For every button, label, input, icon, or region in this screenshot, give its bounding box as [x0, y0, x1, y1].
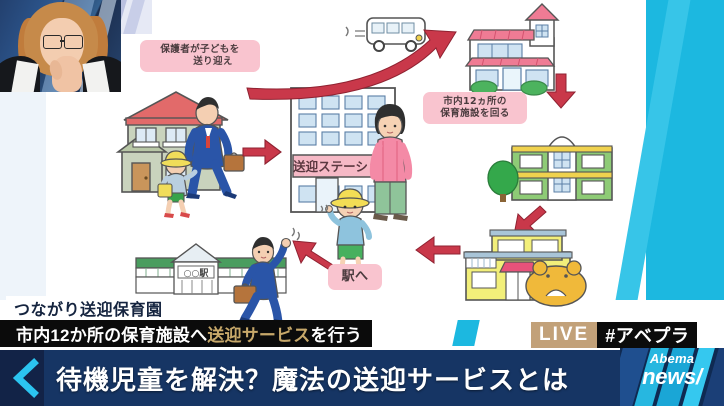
- channel-logo-text: Abema news/: [620, 352, 724, 388]
- nursery-facility-pink-roof: [464, 3, 560, 96]
- guest-glasses-right-lens: [64, 35, 83, 49]
- topic-label-banner: つながり送迎保育園: [6, 296, 171, 320]
- guest-collar-left: [11, 60, 39, 92]
- subtitle-banner: 市内12か所の保育施設へ送迎サービスを行う: [0, 320, 373, 347]
- parent-and-child-walking: [157, 97, 245, 218]
- channel-logo: Abema news/: [620, 348, 724, 406]
- station-sign-text: 送迎ステーション: [292, 159, 393, 174]
- arrow-bus-to-nursery-pink: [246, 29, 457, 100]
- commuting-parent: [233, 227, 300, 325]
- status-badge: LIVE: [531, 322, 598, 348]
- label-twelve-facilities: 市内12ヵ所の 保育施設を回る: [423, 92, 527, 124]
- label-parent-dropoff: 保護者が子どもを 送り迎え: [140, 40, 260, 72]
- arrow-station-to-train: [292, 240, 334, 270]
- live-status-row: LIVE #アベプラ: [531, 322, 698, 348]
- shuttle-bus: [345, 17, 426, 52]
- hashtag-badge: #アベプラ: [597, 322, 698, 348]
- label-twelve-facilities-line1: 市内12ヵ所の: [443, 96, 507, 107]
- arrow-nursery-pink-to-green: [545, 73, 577, 109]
- studio-guest-inset: [0, 0, 121, 92]
- subtitle-prefix: 市内12か所の保育施設へ: [16, 326, 208, 345]
- nursery-facility-yellow: [463, 229, 587, 307]
- label-to-station-text: 駅へ: [341, 269, 369, 284]
- label-twelve-facilities-line2: 保育施設を回る: [440, 107, 510, 119]
- subtitle-suffix: を行う: [310, 326, 363, 345]
- headline-text: 待機児童を解決？魔法の送迎サービスとは: [56, 364, 570, 395]
- train-station-sign-text: ○○駅: [184, 268, 210, 279]
- channel-logo-line2: news/: [642, 363, 702, 389]
- label-parent-dropoff-line2: 送り迎え: [193, 55, 233, 67]
- child-in-yellow-hat: [325, 188, 372, 274]
- page-title: 待機児童を解決？魔法の送迎サービスとは: [56, 350, 569, 406]
- motion-marks: [320, 204, 329, 213]
- label-to-station: 駅へ: [328, 264, 382, 291]
- headline-banner-inner: [44, 350, 724, 406]
- arrow-green-to-yellow: [513, 205, 547, 236]
- subtitle-highlight: 送迎サービス: [207, 326, 311, 345]
- channel-logo-line1: Abema: [649, 351, 695, 366]
- guest-glasses-bridge: [60, 40, 65, 42]
- nursery-facility-green: [487, 136, 613, 202]
- arrow-house-to-station: [242, 138, 282, 166]
- bear-play-structure: [525, 260, 587, 307]
- label-parent-dropoff-line1: 保護者が子どもを: [160, 44, 240, 55]
- chevron-left-icon[interactable]: [8, 358, 42, 398]
- topic-label-text: つながり送迎保育園: [14, 302, 163, 319]
- nursery-teacher: [369, 104, 413, 221]
- guest-glasses-left-lens: [43, 35, 62, 49]
- arrow-yellow-to-station: [415, 236, 461, 264]
